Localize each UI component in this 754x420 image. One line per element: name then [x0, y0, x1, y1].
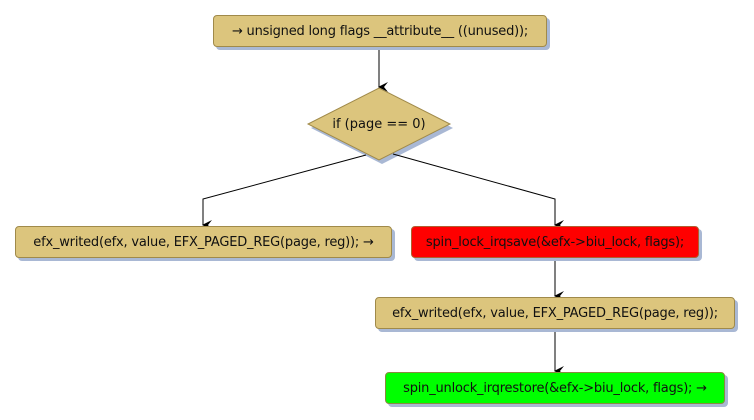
decision-label: if (page == 0) [332, 116, 426, 132]
edge-condition-to-lock [392, 153, 564, 230]
node-declare-flags-label: → unsigned long flags __attribute__ ((un… [231, 23, 529, 39]
decision-diamond [306, 87, 452, 161]
node-spin-lock-label: spin_lock_irqsave(&efx->biu_lock, flags)… [425, 234, 685, 250]
node-write-direct-label: efx_writed(efx, value, EFX_PAGED_REG(pag… [33, 234, 374, 250]
node-spin-unlock-label: spin_unlock_irqrestore(&efx->biu_lock, f… [403, 380, 707, 396]
node-write-direct: efx_writed(efx, value, EFX_PAGED_REG(pag… [15, 226, 392, 258]
node-write-locked-label: efx_writed(efx, value, EFX_PAGED_REG(pag… [392, 305, 718, 321]
node-spin-lock: spin_lock_irqsave(&efx->biu_lock, flags)… [411, 226, 699, 258]
edge-condition-to-left [202, 154, 367, 230]
node-spin-unlock: spin_unlock_irqrestore(&efx->biu_lock, f… [385, 372, 725, 404]
node-declare-flags: → unsigned long flags __attribute__ ((un… [213, 15, 547, 47]
node-write-locked: efx_writed(efx, value, EFX_PAGED_REG(pag… [375, 297, 735, 329]
